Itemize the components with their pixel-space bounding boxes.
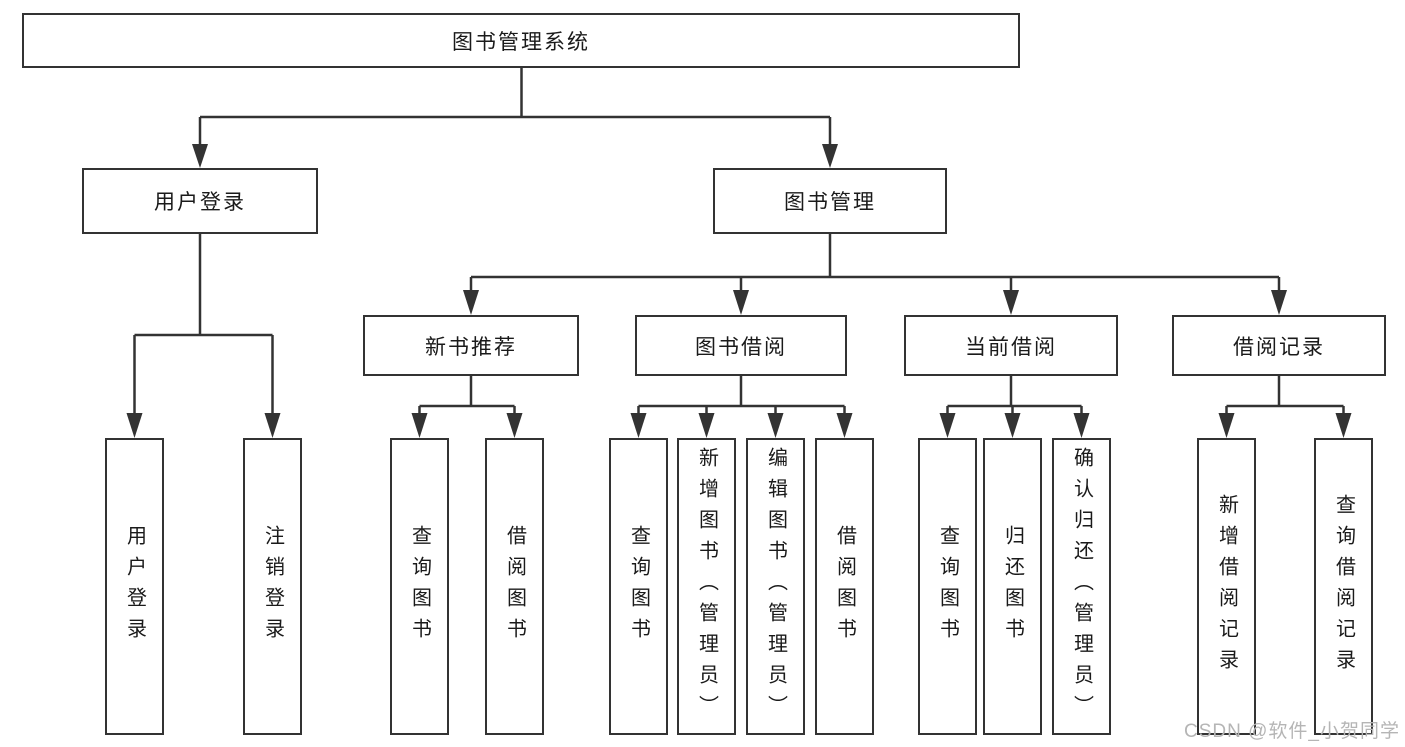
leaf-recommend-borrow-books-label: 借阅图书 (503, 524, 526, 649)
node-current-borrowing-label: 当前借阅 (965, 335, 1057, 359)
leaf-user-login-label: 用户登录 (123, 524, 146, 649)
node-book-borrowing-label: 图书借阅 (695, 335, 787, 359)
leaf-borrowing-query-books: 查询图书 (609, 438, 668, 735)
leaf-add-borrow-record-label: 新增借阅记录 (1215, 493, 1238, 680)
leaf-recommend-borrow-books: 借阅图书 (485, 438, 544, 735)
arrowheads-level2 (192, 144, 838, 168)
arrowheads-borrowing-leaves (630, 413, 853, 438)
leaf-current-query-books-label: 查询图书 (936, 524, 959, 649)
connector-userlogin-to-leaves (133, 233, 274, 415)
leaf-return-books: 归还图书 (983, 438, 1042, 735)
node-new-book-recommend: 新书推荐 (363, 315, 579, 376)
node-user-login-label: 用户登录 (154, 191, 246, 214)
leaf-query-borrow-record-label: 查询借阅记录 (1332, 493, 1355, 680)
node-system-root: 图书管理系统 (22, 13, 1020, 68)
arrowheads-userlogin-leaves (126, 413, 281, 438)
arrowheads-records-leaves (1218, 413, 1352, 438)
connector-bookmgmt-to-level3 (469, 233, 1281, 292)
leaf-add-book-admin-label: 新增图书（管理员） (695, 447, 718, 726)
node-system-root-label: 图书管理系统 (452, 30, 590, 54)
leaf-recommend-query-books: 查询图书 (390, 438, 449, 735)
node-new-book-recommend-label: 新书推荐 (425, 335, 517, 359)
leaf-user-login: 用户登录 (105, 438, 164, 735)
connector-records-to-leaves (1225, 376, 1345, 415)
connector-borrowing-to-leaves (637, 376, 846, 415)
leaf-confirm-return-admin-label: 确认归还（管理员） (1070, 447, 1093, 726)
connector-newbook-to-leaves (418, 376, 516, 415)
node-borrow-records: 借阅记录 (1172, 315, 1386, 376)
leaf-current-query-books: 查询图书 (918, 438, 977, 735)
leaf-query-borrow-record: 查询借阅记录 (1314, 438, 1373, 735)
leaf-borrowing-borrow-books-label: 借阅图书 (833, 524, 856, 649)
node-book-management-label: 图书管理 (784, 191, 876, 214)
leaf-logout: 注销登录 (243, 438, 302, 735)
csdn-watermark: CSDN @软件_小贺同学 (1184, 721, 1400, 742)
node-borrow-records-label: 借阅记录 (1233, 335, 1325, 359)
leaf-edit-book-admin: 编辑图书（管理员） (746, 438, 805, 735)
leaf-edit-book-admin-label: 编辑图书（管理员） (764, 447, 787, 726)
node-book-borrowing: 图书借阅 (635, 315, 847, 376)
arrowheads-level3 (463, 290, 1287, 315)
leaf-borrowing-query-books-label: 查询图书 (627, 524, 650, 649)
arrowheads-newbook-leaves (411, 413, 523, 438)
leaf-add-book-admin: 新增图书（管理员） (677, 438, 736, 735)
node-book-management: 图书管理 (713, 168, 947, 234)
connector-root-to-level2 (198, 67, 832, 146)
leaf-confirm-return-admin: 确认归还（管理员） (1052, 438, 1111, 735)
node-current-borrowing: 当前借阅 (904, 315, 1118, 376)
arrowheads-current-leaves (939, 413, 1090, 438)
node-user-login: 用户登录 (82, 168, 318, 234)
leaf-add-borrow-record: 新增借阅记录 (1197, 438, 1256, 735)
connector-current-to-leaves (946, 376, 1083, 415)
leaf-logout-label: 注销登录 (261, 524, 284, 649)
leaf-recommend-query-books-label: 查询图书 (408, 524, 431, 649)
leaf-return-books-label: 归还图书 (1001, 524, 1024, 649)
leaf-borrowing-borrow-books: 借阅图书 (815, 438, 874, 735)
